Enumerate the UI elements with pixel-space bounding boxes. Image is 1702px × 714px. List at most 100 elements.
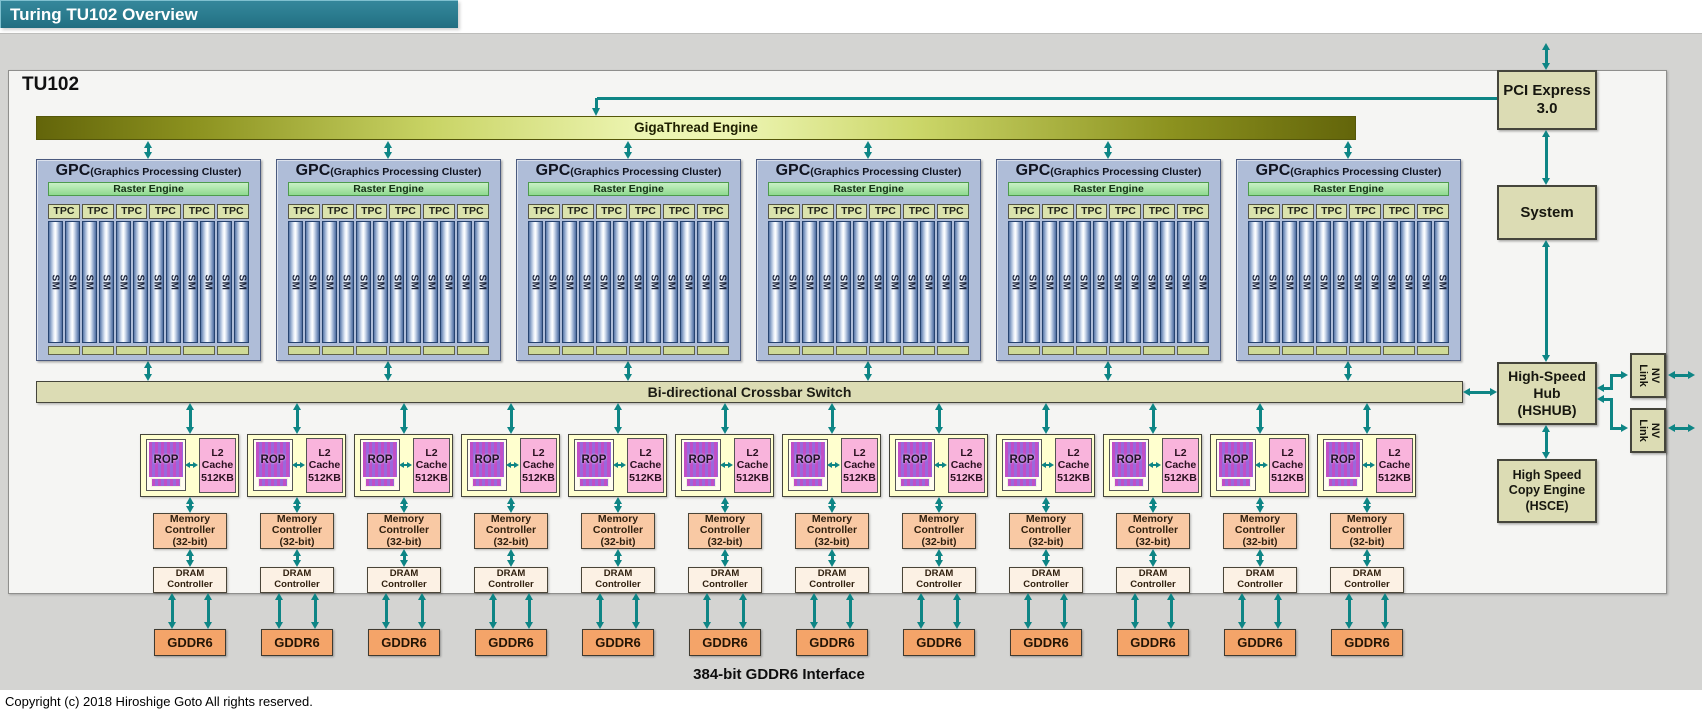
- tpc-cell: TPC: [1041, 204, 1074, 219]
- double-arrow-pcie-top-icon: [1541, 43, 1551, 70]
- memory-controller-block: Memory Controller (32-bit): [153, 513, 227, 549]
- gpc-name: GPC: [1255, 162, 1291, 179]
- hshub-nvlink1-line: [1610, 374, 1621, 377]
- arrow-shaft: [626, 366, 630, 376]
- memory-controller-block: Memory Controller (32-bit): [795, 513, 869, 549]
- arrow-shaft: [919, 598, 923, 624]
- rop-label: ROP: [581, 454, 607, 466]
- sm-bar: SM: [561, 221, 577, 343]
- double-arrow-crossbar-ropl2-icon: [1255, 403, 1265, 434]
- rop-stripes: [898, 442, 932, 477]
- sm-bar: SM: [1281, 221, 1297, 343]
- arrow-shaft: [1365, 408, 1369, 429]
- tpc-bottom-strip: [81, 346, 114, 355]
- gddr6-block: GDDR6: [154, 629, 226, 656]
- double-arrow-giga-gpc-icon: [143, 141, 153, 159]
- l2-cache-block: L2 Cache 512KB: [1269, 438, 1306, 493]
- tpc-bottom-strip: [835, 346, 868, 355]
- arrow-shaft: [170, 598, 174, 624]
- tpc-bottom-strip: [528, 346, 560, 355]
- double-arrow-crossbar-ropl2-icon: [720, 403, 730, 434]
- sm-label: SM: [408, 274, 420, 290]
- sm-bar: SM: [1417, 221, 1433, 343]
- double-arrow-dram-gddr6-icon: [1023, 593, 1033, 629]
- double-arrow-ropl2-mc-icon: [720, 497, 730, 513]
- hshub-nvlink2-line: [1610, 427, 1621, 430]
- sm-label: SM: [83, 274, 95, 290]
- sm-label: SM: [665, 274, 677, 290]
- tpc-cell: TPC: [1383, 204, 1416, 219]
- arrow-shaft: [527, 598, 531, 624]
- double-arrow-dram-gddr6-icon: [1166, 593, 1176, 629]
- rop-label: ROP: [153, 454, 179, 466]
- double-arrow-dram-gddr6-icon: [595, 593, 605, 629]
- arrow-shaft: [724, 464, 729, 466]
- sm-bar: SM: [680, 221, 696, 343]
- arrow-shaft: [1276, 598, 1280, 624]
- sm-label: SM: [1436, 274, 1448, 290]
- dram-controller-block: DRAM Controller: [367, 567, 441, 593]
- arrow-shaft: [188, 502, 192, 508]
- tpc-bottom-strip: [423, 346, 456, 355]
- double-arrow-dram-gddr6-icon: [845, 593, 855, 629]
- arrow-shaft: [403, 464, 408, 466]
- sm-bar: SM: [544, 221, 560, 343]
- tpc-bottom-strip: [629, 346, 662, 355]
- sm-bar: SM: [423, 221, 439, 343]
- arrow-shaft: [313, 598, 317, 624]
- double-arrow-ropl2-mc-icon: [934, 497, 944, 513]
- rop-label: ROP: [902, 454, 928, 466]
- sm-label: SM: [871, 274, 883, 290]
- double-arrow-dram-gddr6-icon: [738, 593, 748, 629]
- sm-bar: SM: [1126, 221, 1142, 343]
- sm-label: SM: [1009, 274, 1021, 290]
- arrow-shaft: [510, 464, 515, 466]
- sm-label: SM: [374, 274, 386, 290]
- sm-bar: SM: [1366, 221, 1382, 343]
- tpc-bottom-strip: [1349, 346, 1382, 355]
- sm-label: SM: [648, 274, 660, 290]
- tpc-bottom-strip: [1041, 346, 1074, 355]
- arrow-shaft: [402, 502, 406, 508]
- dram-controller-block: DRAM Controller: [581, 567, 655, 593]
- sm-label: SM: [699, 274, 711, 290]
- sm-label: SM: [168, 274, 180, 290]
- l2-cache-block: L2 Cache 512KB: [1162, 438, 1199, 493]
- sm-bar: SM: [1177, 221, 1193, 343]
- double-arrow-crossbar-ropl2-icon: [934, 403, 944, 434]
- double-arrow-dram-gddr6-icon: [488, 593, 498, 629]
- sm-label: SM: [1402, 274, 1414, 290]
- tpc-cell: TPC: [801, 204, 834, 219]
- tpc-bottom-strip: [1008, 346, 1040, 355]
- sm-bar: SM: [784, 221, 800, 343]
- memory-controller-block: Memory Controller (32-bit): [902, 513, 976, 549]
- double-arrow-system-hshub-icon: [1541, 240, 1551, 362]
- sm-bar: SM: [288, 221, 303, 343]
- tpc-cell: TPC: [1109, 204, 1142, 219]
- tpc-cell: TPC: [1008, 204, 1040, 219]
- sm-bar: SM: [629, 221, 645, 343]
- double-arrow-mc-dram-icon: [1148, 549, 1158, 567]
- tpc-cell: TPC: [595, 204, 628, 219]
- tpc-bottom-strip: [1109, 346, 1142, 355]
- rop-label: ROP: [1009, 454, 1035, 466]
- double-arrow-giga-gpc-icon: [383, 141, 393, 159]
- sm-bar: SM: [835, 221, 851, 343]
- dram-controller-block: DRAM Controller: [795, 567, 869, 593]
- nvlink-label: NV Link: [1637, 364, 1661, 387]
- rop-block: ROP: [253, 439, 293, 491]
- sm-label: SM: [1179, 274, 1191, 290]
- arrow-shaft: [705, 598, 709, 624]
- sm-label: SM: [1266, 274, 1278, 290]
- double-arrow-rop-l2-icon: [827, 461, 840, 469]
- arrowhead-down-icon: [592, 108, 600, 116]
- sm-bar: SM: [768, 221, 783, 343]
